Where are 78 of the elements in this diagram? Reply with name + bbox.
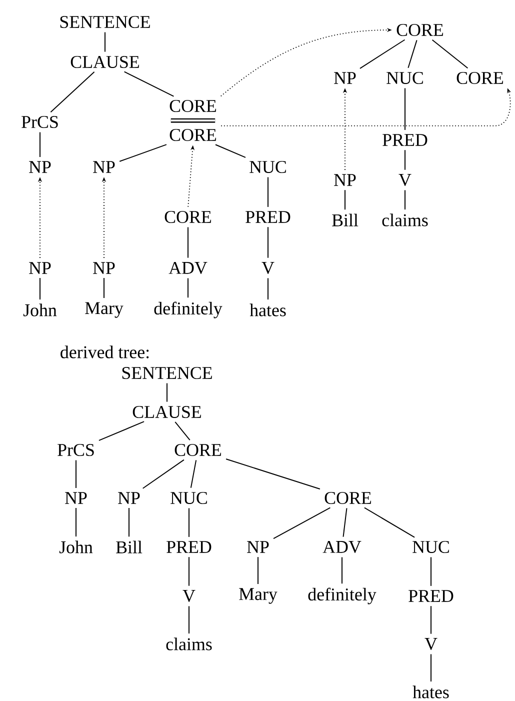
tree-label: CORE: [170, 100, 216, 112]
tree-label: SENTENCE: [122, 366, 212, 380]
tree-label: ADV: [322, 540, 362, 554]
tree-branch: [188, 556, 190, 586]
tree-branch: [342, 508, 348, 538]
tree-label: CLAUSE: [132, 406, 201, 418]
tree-label: NUC: [386, 72, 423, 84]
tree-branch: [364, 507, 416, 538]
tree-branch: [174, 422, 190, 441]
tree-branch: [404, 190, 406, 210]
tree-label: CORE: [324, 492, 372, 504]
tree-label: CORE: [174, 444, 222, 456]
tree-branch: [404, 88, 406, 130]
tree-label: NP: [247, 541, 269, 553]
tree-branch: [124, 71, 174, 97]
tree-branch: [190, 460, 197, 488]
tree-branch: [215, 144, 246, 158]
tree-branch: [188, 508, 190, 538]
tree-label: NP: [93, 161, 115, 173]
tree-branch: [128, 508, 130, 538]
tree-label: PrCS: [58, 444, 94, 456]
tree-label: SENTENCE: [60, 16, 150, 28]
tree-label: PRED: [246, 211, 290, 223]
tree-label: Mary: [85, 302, 124, 318]
tree-branch: [344, 190, 346, 210]
tree-label: NP: [65, 492, 87, 504]
tree-label: NUC: [412, 540, 449, 554]
tree-label: claims: [382, 214, 428, 226]
tree-label: hates: [412, 686, 449, 698]
tree-label: Mary: [239, 588, 278, 604]
tree-label: CORE: [396, 24, 444, 36]
tree-branch: [166, 382, 168, 402]
tree-branch: [226, 458, 320, 490]
tree-branch: [273, 507, 331, 540]
tree-label: NUC: [170, 492, 207, 504]
tree-label: Bill: [332, 214, 358, 226]
tree-label: CORE: [164, 210, 212, 224]
tree-branch: [404, 150, 406, 170]
tree-label: Bill: [116, 540, 142, 554]
tree-branch: [360, 39, 406, 69]
tree-branch: [430, 606, 432, 634]
tree-branch: [119, 144, 167, 162]
tree-label: claims: [166, 638, 212, 650]
tree-branch: [104, 32, 106, 52]
tree-label: John: [59, 540, 93, 554]
tree-branch: [142, 459, 184, 489]
tree-label: NP: [93, 262, 115, 274]
tree-label: NUC: [250, 160, 286, 174]
tree-label: CORE: [456, 72, 504, 84]
caption-label: derived tree:: [60, 346, 149, 358]
tree-label: PRED: [166, 541, 212, 553]
tree-label: PrCS: [22, 116, 58, 128]
tree-label: V: [262, 262, 274, 274]
tree-label: V: [424, 638, 438, 650]
tree-label: PRED: [408, 590, 454, 602]
tree-branch: [50, 71, 95, 113]
tree-label: CLAUSE: [70, 56, 139, 68]
tree-branch: [430, 556, 432, 586]
tree-label: NP: [334, 72, 356, 84]
tree-branch: [188, 606, 190, 634]
tree-label: NP: [29, 161, 51, 173]
tree-label: ADV: [168, 262, 208, 274]
tree-label: definitely: [154, 302, 222, 318]
tree-branch: [430, 654, 432, 682]
tree-label: CORE: [170, 128, 216, 142]
tree-branch: [98, 421, 145, 441]
tree-label: PRED: [382, 134, 428, 146]
tree-branch: [432, 39, 468, 69]
tree-label: hates: [250, 304, 286, 316]
tree-label: V: [398, 174, 412, 186]
tree-label: NP: [118, 492, 140, 504]
double-line: [170, 118, 216, 123]
tree-label: definitely: [308, 588, 376, 604]
tree-label: John: [23, 304, 57, 316]
tree-label: NP: [334, 174, 356, 186]
tree-branch: [408, 40, 418, 68]
tree-label: V: [182, 590, 196, 602]
tree-label: NP: [29, 262, 51, 274]
